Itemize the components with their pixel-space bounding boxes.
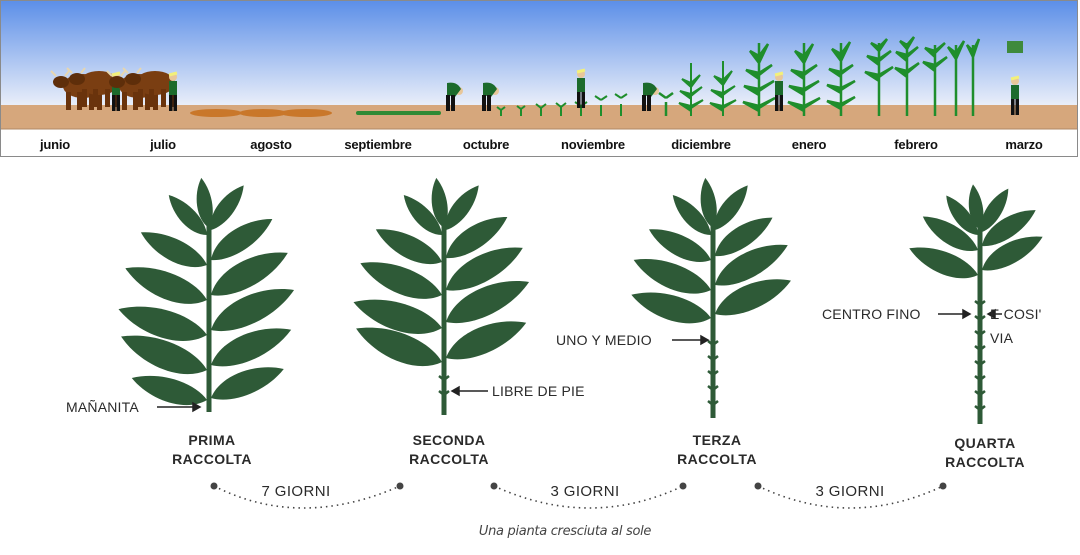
growing-plants [678, 36, 981, 116]
stage-title-quarta: QUARTA RACCOLTA [945, 434, 1025, 472]
month-label: octubre [462, 137, 510, 152]
stage-title-line1: PRIMA [188, 432, 236, 448]
interval-label: 3 GIORNI [550, 483, 620, 500]
stage-title-line2: RACCOLTA [172, 451, 252, 467]
interval-arc-2 [490, 482, 687, 509]
month-label: diciembre [671, 137, 731, 152]
leaf-label-libre-de-pie: LIBRE DE PIE [492, 383, 585, 399]
interval-label: 3 GIORNI [815, 483, 885, 500]
caption: Una pianta cresciuta al sole [478, 524, 652, 539]
seedlings-row [356, 111, 441, 115]
arrow-e-cosi-via [986, 308, 1002, 320]
leaf-label-via: VIA [990, 330, 1014, 346]
young-plants [496, 91, 674, 116]
timeline-scene [1, 1, 1077, 156]
month-label: noviembre [561, 137, 625, 152]
stage-title-terza: TERZA RACCOLTA [677, 431, 757, 469]
stage-title-line2: RACCOLTA [409, 451, 489, 467]
arrow-manianita [157, 401, 202, 413]
stage-title-seconda: SECONDA RACCOLTA [409, 431, 489, 469]
interval-arc-3 [754, 482, 947, 509]
interval-label: 7 GIORNI [261, 483, 331, 500]
stage-title-prima: PRIMA RACCOLTA [172, 431, 252, 469]
plant-seconda-raccolta [349, 177, 535, 415]
leaf-label-uno-y-medio: UNO Y MEDIO [556, 332, 652, 348]
month-label: marzo [1005, 137, 1043, 152]
plant-prima-raccolta [114, 177, 300, 415]
arrow-libre-de-pie [450, 385, 488, 397]
harvest-diagram [114, 177, 1048, 509]
stage-title-line1: QUARTA [954, 435, 1016, 451]
planting-timeline: junio julio agosto septiembre octubre no… [0, 0, 1078, 157]
interval-arc-1 [210, 482, 404, 509]
month-label: septiembre [344, 137, 412, 152]
stage-title-line2: RACCOLTA [945, 454, 1025, 470]
leaf-label-centro-fino: CENTRO FINO [822, 306, 921, 322]
leaf-label-e-cosi: E COSI' [990, 306, 1042, 322]
seedbed [190, 109, 332, 117]
arrow-centro-fino [938, 308, 972, 320]
leaf-label-manianita: MAÑANITA [66, 399, 139, 415]
month-label: febrero [894, 137, 938, 152]
stage-title-line2: RACCOLTA [677, 451, 757, 467]
stage-title-line1: TERZA [692, 432, 742, 448]
month-label: enero [791, 137, 827, 152]
plant-terza-raccolta [627, 177, 796, 418]
plant-quarta-raccolta [905, 183, 1048, 424]
month-label: junio [39, 137, 71, 152]
worker-carrying-leaves [1007, 41, 1023, 117]
stage-title-line1: SECONDA [412, 432, 486, 448]
month-label: agosto [250, 137, 292, 152]
arrow-uno-y-medio [672, 334, 710, 346]
month-label: julio [150, 137, 176, 152]
